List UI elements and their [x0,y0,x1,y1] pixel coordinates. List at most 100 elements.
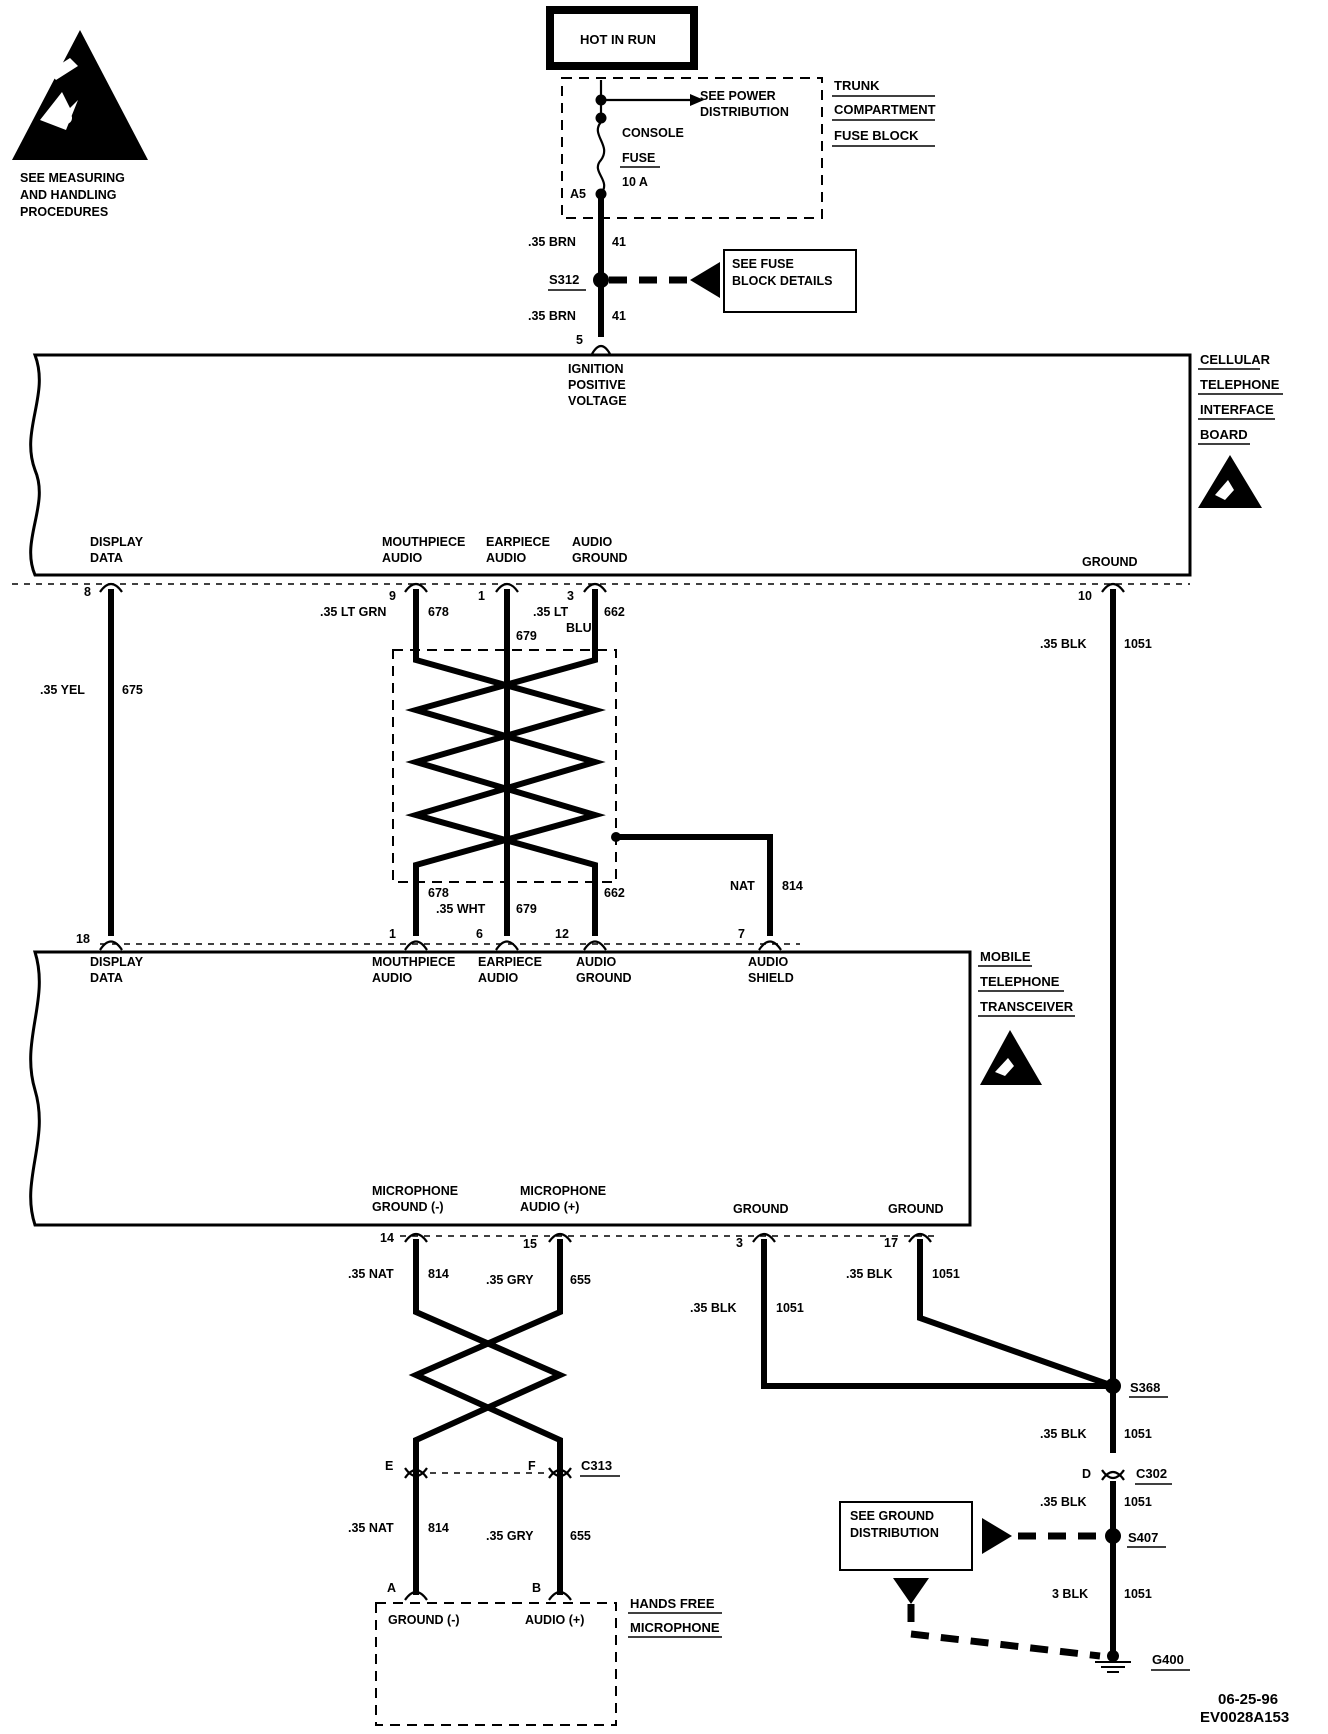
splice-s368: S368 [1130,1380,1160,1395]
tr-pin-1: 1 [389,927,396,941]
fuse-name-1: CONSOLE [622,126,684,140]
hot-in-run-label: HOT IN RUN [580,32,656,47]
fuse-symbol-icon [596,121,606,195]
tr-title-3: TRANSCEIVER [980,999,1074,1014]
conn-e: E [385,1459,393,1473]
gp-w1-circuit: 1051 [1124,1427,1152,1441]
tr-mouth-1: MOUTHPIECE [372,955,455,969]
fuse-block-title-2: COMPARTMENT [834,102,936,117]
splice-s312: S312 [549,272,579,287]
hot-in-run-box [546,6,698,70]
gp-w3-circuit: 1051 [1124,1587,1152,1601]
brn-circuit-2: 41 [612,309,626,323]
ib-pin-1: 1 [478,589,485,603]
tr-shield-2: SHIELD [748,971,794,985]
tr-micaud-1: MICROPHONE [520,1184,606,1198]
interface-title-1: CELLULAR [1200,352,1271,367]
w4-gauge-1: .35 LT [533,605,569,619]
microphone-outline [375,1602,617,1726]
interface-title-4: BOARD [1200,427,1248,442]
fuse-rating: 10 A [622,175,648,189]
w2-gauge: .35 LT GRN [320,605,386,619]
brn-gauge-1: .35 BRN [528,235,576,249]
a2-gauge: .35 NAT [348,1521,394,1535]
fuse-name-2: FUSE [622,151,655,165]
fuse-block-title-1: TRUNK [834,78,880,93]
lower-678: 678 [428,886,449,900]
a2-circuit: 814 [428,1521,449,1535]
tr-ear-2: AUDIO [478,971,519,985]
shield-gauge: NAT [730,879,755,893]
transceiver-outline [29,950,972,1227]
b-circuit: 655 [570,1273,591,1287]
ib-mouth-2: AUDIO [382,551,423,565]
gp-w2-circuit: 1051 [1124,1495,1152,1509]
esd-warning-icon [12,30,148,160]
see-fuse-block-box [723,249,857,313]
gp-w1-gauge: .35 BLK [1040,1427,1087,1441]
tr-pin-14: 14 [380,1231,394,1245]
brn-gauge-2: .35 BRN [528,309,576,323]
tr-micgnd-1: MICROPHONE [372,1184,458,1198]
g1-circuit: 1051 [776,1301,804,1315]
ib-display-1: DISPLAY [90,535,144,549]
gp-w3-gauge: 3 BLK [1052,1587,1088,1601]
ib-mouth-1: MOUTHPIECE [382,535,465,549]
tr-title-1: MOBILE [980,949,1031,964]
tr-display-1: DISPLAY [90,955,144,969]
w4-gauge-2: BLU [566,621,592,635]
a-gauge: .35 NAT [348,1267,394,1281]
see-power-dist-2: DISTRIBUTION [700,105,789,119]
tr-pin-17: 17 [884,1236,898,1250]
ignition-1: IGNITION [568,362,624,376]
b2-circuit: 655 [570,1529,591,1543]
gp-conn-c302: C302 [1136,1466,1167,1481]
transceiver-esd-icon [980,1030,1042,1085]
g2-gauge: .35 BLK [846,1267,893,1281]
tr-title-2: TELEPHONE [980,974,1060,989]
ignition-3: VOLTAGE [568,394,627,408]
mic-audio: AUDIO (+) [525,1613,584,1627]
w4-circuit: 662 [604,605,625,619]
fuse-pin: A5 [570,187,586,201]
see-ground-2: DISTRIBUTION [850,1526,939,1540]
tr-ground2: GROUND [888,1202,944,1216]
tr-pin-6: 6 [476,927,483,941]
footer-code: EV0028A153 [1200,1709,1289,1726]
interface-title-2: TELEPHONE [1200,377,1280,392]
shield-circuit: 814 [782,879,803,893]
ib-pin-9: 9 [389,589,396,603]
g1-gauge: .35 BLK [690,1301,737,1315]
tr-pin-7: 7 [738,927,745,941]
mic-title-1: HANDS FREE [630,1596,715,1611]
footer-date: 06-25-96 [1218,1691,1278,1708]
interface-board-outline [29,353,1192,577]
ib-pin-3: 3 [567,589,574,603]
tr-micgnd-2: GROUND (-) [372,1200,444,1214]
gnd-gauge: .35 BLK [1040,637,1087,651]
fuse-block-outline [561,77,823,219]
splice-s407: S407 [1128,1530,1158,1545]
tr-ground1: GROUND [733,1202,789,1216]
interface-title-3: INTERFACE [1200,402,1274,417]
tr-pin-15: 15 [523,1237,537,1251]
w1-gauge: .35 YEL [40,683,85,697]
ib-display-2: DATA [90,551,123,565]
ib-pin-10: 10 [1078,589,1092,603]
interface-esd-icon [1198,455,1262,508]
b2-gauge: .35 GRY [486,1529,534,1543]
conn-c313: C313 [581,1458,612,1473]
tr-agnd-2: GROUND [576,971,632,985]
mic-title-2: MICROPHONE [630,1620,720,1635]
see-fuse-block-2: BLOCK DETAILS [732,274,832,288]
see-ground-1: SEE GROUND [850,1509,934,1523]
tr-pin-12: 12 [555,927,569,941]
interface-pin-5: 5 [576,333,583,347]
tr-shield-1: AUDIO [748,955,789,969]
esd-note-line3: PROCEDURES [20,205,108,219]
esd-note-line1: SEE MEASURING [20,171,125,185]
mic-ground: GROUND (-) [388,1613,460,1627]
tr-display-2: DATA [90,971,123,985]
tr-agnd-1: AUDIO [576,955,617,969]
